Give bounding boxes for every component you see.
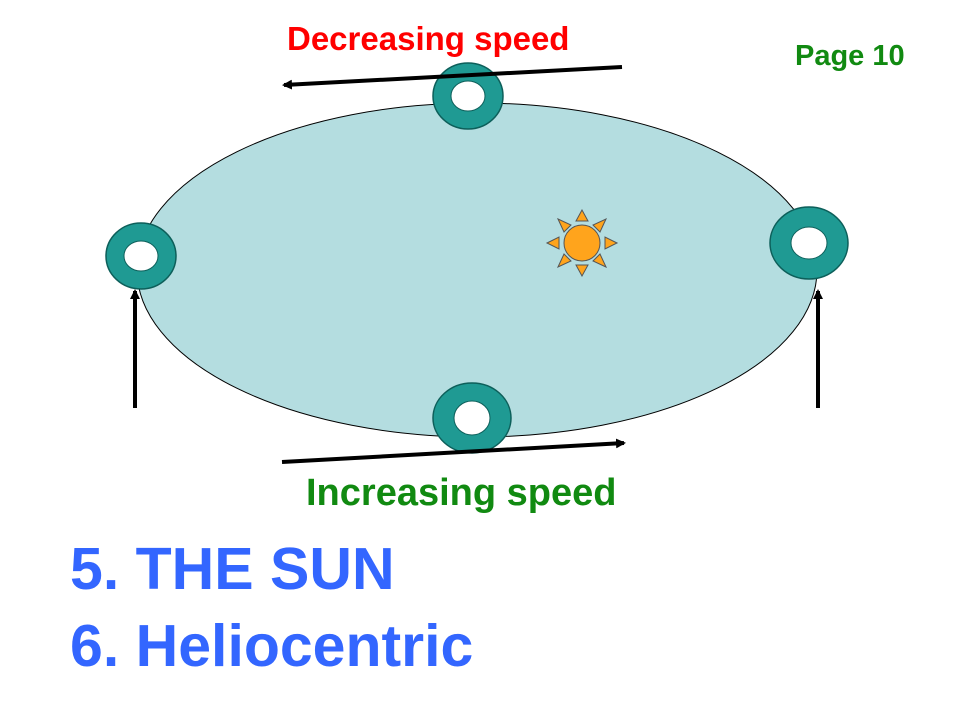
increasing-speed-arrow	[281, 438, 626, 464]
planet-ring-icon	[769, 206, 849, 280]
answer-item-6: 6. Heliocentric	[70, 612, 473, 680]
planet-ring-icon	[105, 222, 177, 290]
increasing-speed-label: Increasing speed	[306, 472, 617, 514]
planet-ring-icon	[432, 382, 512, 454]
answer-text: Heliocentric	[135, 613, 474, 679]
answer-item-5: 5. THE SUN	[70, 535, 395, 603]
decreasing-speed-label: Decreasing speed	[287, 20, 570, 57]
answer-number: 6.	[70, 613, 120, 679]
decreasing-speed-arrow	[282, 65, 623, 90]
planet-ring-icon	[432, 62, 504, 130]
page-number-label: Page 10	[795, 40, 905, 72]
answer-number: 5.	[70, 536, 120, 602]
answer-text: THE SUN	[135, 536, 395, 602]
sun-icon	[545, 208, 619, 278]
